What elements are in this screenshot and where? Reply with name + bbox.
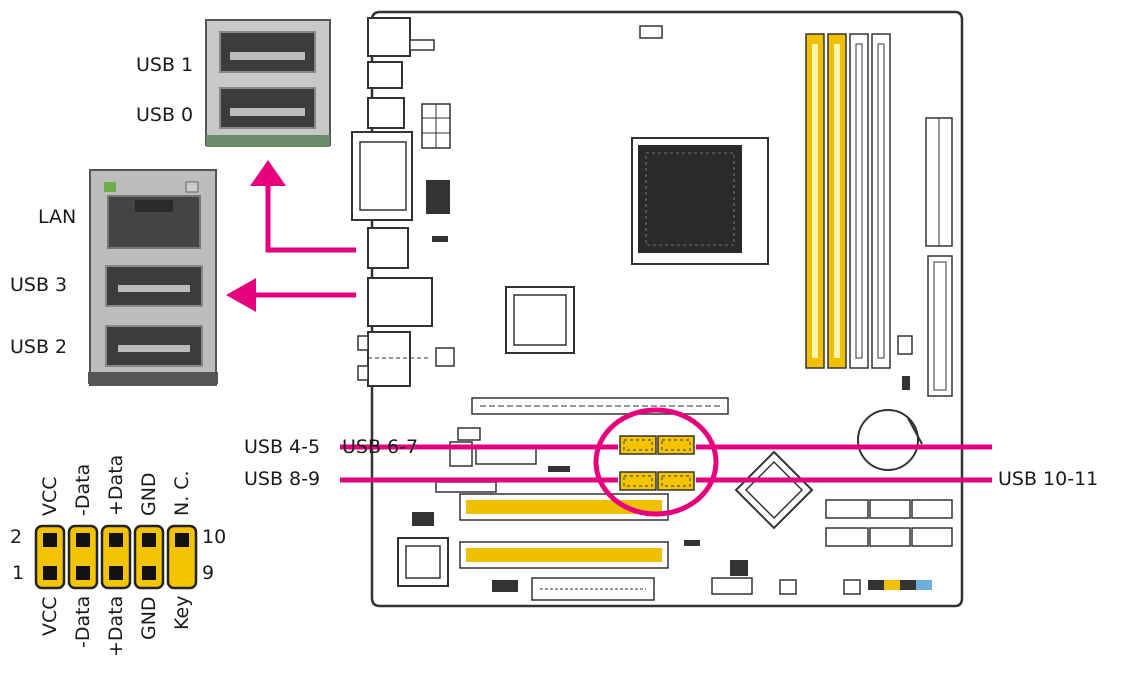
arrow-up-icon — [250, 160, 286, 186]
usb-header-6-7 — [658, 436, 694, 454]
usb-header-10-11 — [658, 472, 694, 490]
pin-9-label: 9 — [202, 564, 214, 583]
usb-1-label: USB 1 — [136, 56, 193, 75]
top-pin-minus-data-label: -Data — [74, 464, 93, 516]
usb-0-1-pointer-line — [268, 180, 356, 250]
pin-10-label: 10 — [202, 528, 226, 547]
usb-pin-header-detail — [36, 526, 196, 588]
top-pin-gnd-label: GND — [140, 472, 159, 516]
usb-3-label: USB 3 — [10, 276, 67, 295]
bottom-pin-vcc-label: VCC — [41, 596, 60, 636]
usb-0-label: USB 0 — [136, 106, 193, 125]
pin-1-label: 1 — [12, 564, 24, 583]
top-pin-vcc-label: VCC — [41, 476, 60, 516]
rear-lan-usb-2-3-port-block — [88, 170, 218, 385]
usb-header-8-9 — [620, 472, 656, 490]
usb-10-11-label: USB 10-11 — [998, 470, 1098, 489]
usb-6-7-label: USB 6-7 — [342, 438, 418, 457]
bottom-pin-gnd-label: GND — [140, 596, 159, 640]
top-pin-nc-label: N. C. — [173, 470, 192, 516]
pin-2-label: 2 — [10, 528, 22, 547]
bottom-pin-minus-data-label: -Data — [74, 596, 93, 648]
motherboard — [352, 12, 962, 606]
usb-header-4-5 — [620, 436, 656, 454]
bottom-pin-key-label: Key — [173, 596, 192, 630]
lan-label: LAN — [38, 208, 76, 227]
usb-2-label: USB 2 — [10, 338, 67, 357]
top-pin-plus-data-label: +Data — [107, 455, 126, 516]
usb-4-5-label: USB 4-5 — [244, 438, 320, 457]
arrow-left-icon — [226, 278, 256, 312]
bottom-pin-plus-data-label: +Data — [107, 596, 126, 657]
usb-8-9-label: USB 8-9 — [244, 470, 320, 489]
rear-usb-0-1-port-block — [206, 20, 330, 147]
